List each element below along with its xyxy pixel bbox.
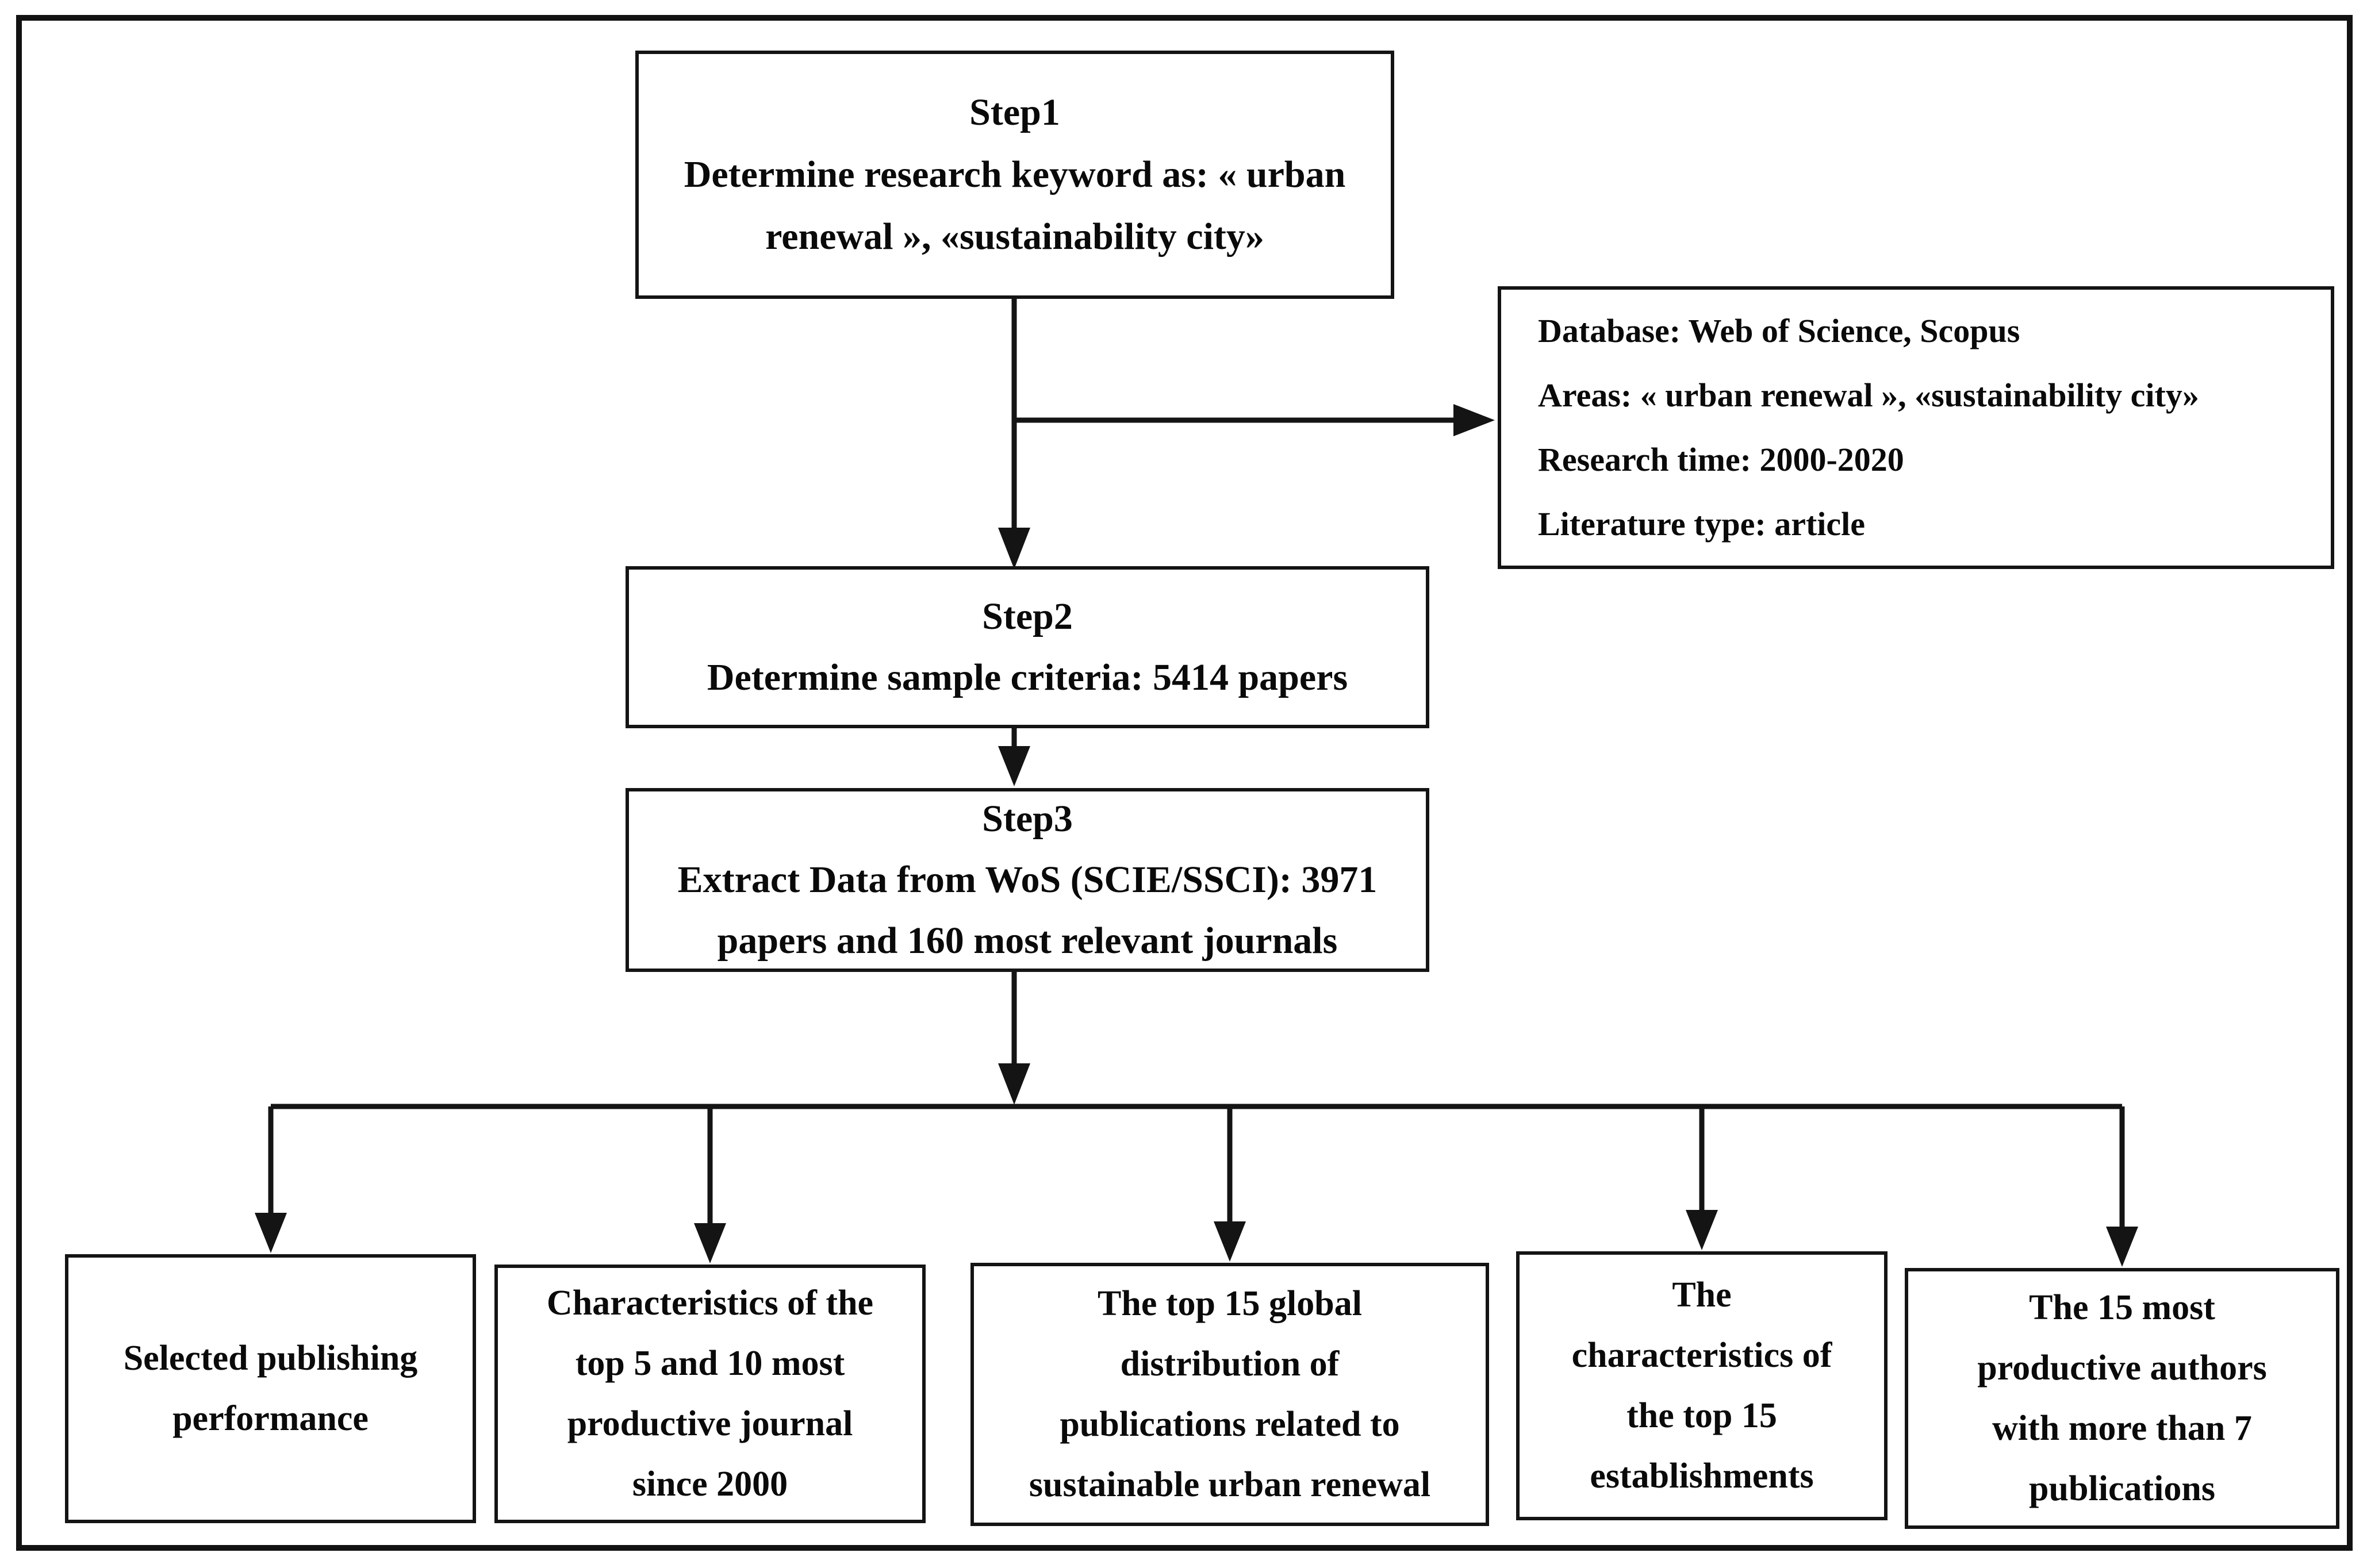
outcome-productive-authors-text: The 15 most productive authors with more… [1977, 1288, 2267, 1508]
arrow-outcome5-head [2106, 1227, 2138, 1267]
step3-text: Step3 Extract Data from WoS (SCIE/SSCI):… [677, 798, 1378, 962]
outcome-publishing-performance-box: Selected publishing performance [65, 1254, 476, 1523]
outcome-global-distribution-text: The top 15 global distribution of public… [1029, 1284, 1431, 1504]
outcome-publishing-performance-text: Selected publishing performance [123, 1339, 418, 1438]
arrow-outcome1-head [255, 1213, 287, 1253]
arrow-step2-step3-head [998, 746, 1030, 786]
outcome-productive-authors-box: The 15 most productive authors with more… [1905, 1268, 2339, 1529]
arrow-step1-step2-head [998, 528, 1030, 569]
step2-text: Step2 Determine sample criteria: 5414 pa… [707, 595, 1348, 698]
outcome-establishments-box: The characteristics of the top 15 establ… [1516, 1251, 1888, 1520]
step1-box: Step1 Determine research keyword as: « u… [635, 51, 1394, 299]
outcome-productive-journals-text: Characteristics of the top 5 and 10 most… [546, 1283, 874, 1504]
arrow-outcome3-head [1214, 1221, 1246, 1262]
step2-box: Step2 Determine sample criteria: 5414 pa… [626, 566, 1429, 728]
arrow-branch-criteria-head [1453, 404, 1495, 436]
step3-box: Step3 Extract Data from WoS (SCIE/SSCI):… [626, 788, 1429, 972]
outcome-global-distribution-box: The top 15 global distribution of public… [970, 1263, 1489, 1526]
search-criteria-box: Database: Web of Science, Scopus Areas: … [1498, 286, 2334, 569]
search-criteria-text: Database: Web of Science, Scopus Areas: … [1538, 312, 2199, 543]
outcome-establishments-text: The characteristics of the top 15 establ… [1571, 1275, 1832, 1496]
arrow-outcome2-head [694, 1223, 726, 1263]
arrow-step3-distribution-head [998, 1063, 1030, 1105]
step1-text: Step1 Determine research keyword as: « u… [684, 91, 1346, 258]
outcome-productive-journals-box: Characteristics of the top 5 and 10 most… [494, 1265, 926, 1523]
arrow-outcome4-head [1686, 1210, 1718, 1250]
